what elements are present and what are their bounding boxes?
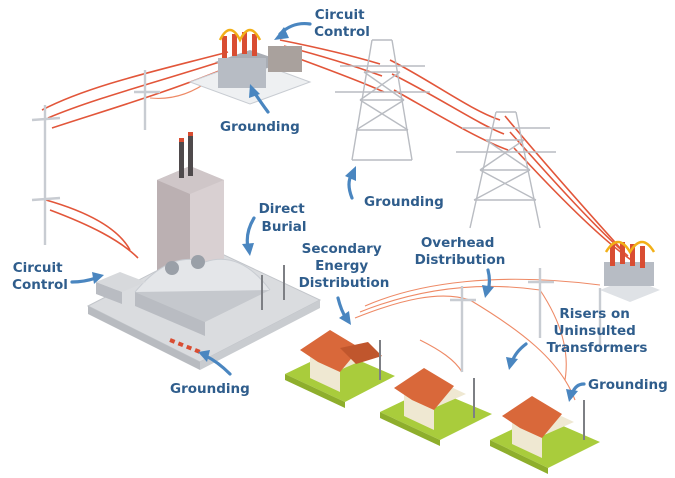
arrow-circuit-control-top [274,22,312,40]
transmission-tower-2 [456,111,556,229]
arrow-grounding-top [249,84,270,114]
house-3 [490,396,600,474]
arrow-circuit-control-left [70,272,104,284]
label-direct-burial: Direct Burial [259,201,310,235]
transmission-tower-1 [335,39,430,161]
label-grounding-bottom: Grounding [170,381,250,397]
right-substation [600,240,660,302]
distribution-poles [450,268,602,372]
label-grounding-mid: Grounding [364,194,444,210]
label-overhead-distribution: Overhead Distribution [415,235,506,268]
label-grounding-right: Grounding [588,377,668,393]
top-substation [188,28,312,105]
label-secondary-energy-distribution: Secondary Energy Distribution [299,241,390,291]
arrow-grounding-right [566,382,586,402]
label-grounding-top: Grounding [220,119,300,135]
arrow-grounding-bottom [198,350,232,376]
house-1 [285,330,395,408]
arrow-risers [506,342,528,370]
arrow-overhead [482,268,494,298]
label-risers-on-uninsulted-transformers: Risers on Uninsulted Transformers [547,306,648,356]
arrow-secondary [336,296,351,325]
arrow-grounding-mid [345,166,356,200]
arrow-direct-burial [242,216,256,256]
label-circuit-control-left: Circuit Control [12,260,68,293]
house-2 [380,368,492,446]
label-circuit-control-top: Circuit Control [314,7,370,40]
power-plant [86,132,322,370]
left-poles [31,70,160,245]
